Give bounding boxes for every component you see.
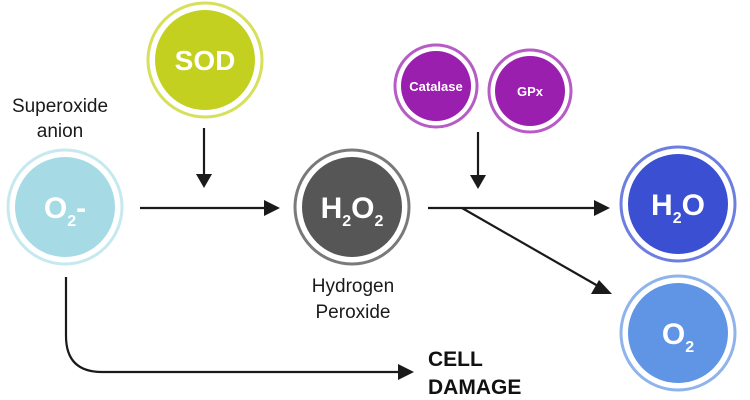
catalase-node-circle bbox=[401, 51, 471, 121]
h2o2-formula-sub2: 2 bbox=[375, 213, 384, 230]
h2o-formula-o: O bbox=[682, 189, 705, 222]
superoxide-formula-sub: 2 bbox=[67, 213, 76, 230]
hydrogen-peroxide-formula: H2O2 bbox=[321, 192, 384, 230]
superoxide-to-peroxide-arrow-head bbox=[264, 200, 280, 216]
peroxide-label-line2: Peroxide bbox=[316, 302, 391, 323]
h2o-formula-h: H bbox=[651, 189, 673, 222]
peroxide-to-oxygen-arrow-shaft bbox=[461, 207, 599, 287]
superoxide-to-damage-arrow bbox=[64, 277, 414, 380]
gpx-label: GPx bbox=[517, 84, 544, 99]
gpx-node-circle bbox=[495, 56, 565, 126]
superoxide-to-peroxide-arrow bbox=[140, 200, 280, 216]
h2o2-formula-h: H bbox=[321, 192, 343, 225]
sod-down-arrow-head bbox=[196, 174, 212, 188]
h2o2-formula-o: O bbox=[351, 192, 374, 225]
peroxide-to-water-arrow bbox=[428, 200, 610, 216]
o2-formula-sub: 2 bbox=[685, 339, 694, 356]
peroxide-to-oxygen-arrow bbox=[461, 207, 612, 294]
superoxide-to-damage-arrow-head bbox=[398, 364, 414, 380]
catalase-label: Catalase bbox=[409, 79, 462, 94]
superoxide-node: O2- bbox=[6, 148, 124, 266]
hydrogen-peroxide-node: H2O2 bbox=[293, 148, 411, 266]
peroxide-to-water-arrow-head bbox=[594, 200, 610, 216]
catalase-gpx-down-arrow-head bbox=[470, 175, 486, 189]
oxygen-node: O2 bbox=[619, 274, 737, 392]
superoxide-formula-charge: - bbox=[76, 192, 86, 225]
h2o2-formula-sub1: 2 bbox=[342, 213, 351, 230]
sod-node: SOD bbox=[146, 1, 264, 119]
cell-damage-label-line1: CELL bbox=[428, 348, 483, 371]
superoxide-node-circle bbox=[15, 157, 115, 257]
sod-down-arrow bbox=[196, 128, 212, 188]
catalase-gpx-down-arrow bbox=[470, 132, 486, 189]
cell-damage-label-line2: DAMAGE bbox=[428, 376, 521, 399]
superoxide-to-damage-arrow-shaft bbox=[64, 277, 400, 374]
superoxide-formula-o: O bbox=[44, 192, 67, 225]
peroxide-to-oxygen-arrow-head bbox=[591, 280, 612, 294]
superoxide-formula: O2- bbox=[44, 192, 86, 230]
gpx-node: GPx bbox=[487, 48, 573, 134]
o2-formula-o: O bbox=[662, 318, 685, 351]
catalase-node: Catalase bbox=[393, 43, 479, 129]
water-formula: H2O bbox=[651, 189, 705, 227]
water-node-circle bbox=[628, 154, 728, 254]
h2o-formula-sub: 2 bbox=[673, 210, 682, 227]
superoxide-label-line1: Superoxide bbox=[12, 96, 108, 117]
water-node: H2O bbox=[619, 145, 737, 263]
sod-node-circle bbox=[155, 10, 255, 110]
oxygen-node-circle bbox=[628, 283, 728, 383]
superoxide-label-line2: anion bbox=[37, 121, 84, 142]
sod-label: SOD bbox=[175, 45, 236, 76]
hydrogen-peroxide-node-circle bbox=[302, 157, 402, 257]
oxygen-formula: O2 bbox=[662, 318, 694, 356]
peroxide-label-line1: Hydrogen bbox=[312, 276, 394, 297]
